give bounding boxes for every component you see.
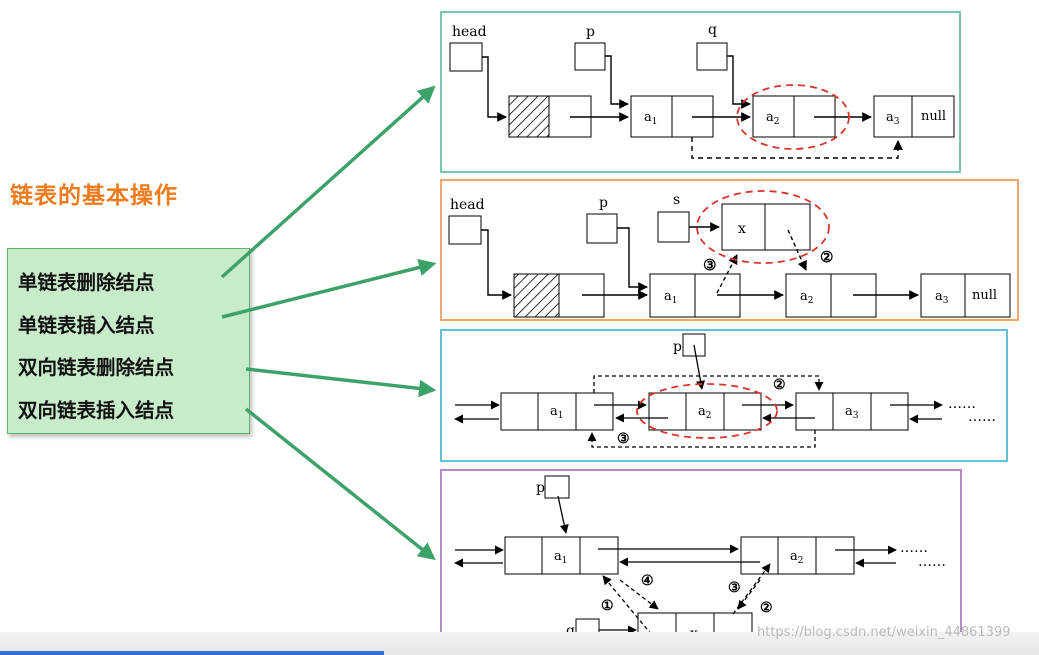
ellipsis-bottom: …… (918, 554, 946, 570)
step-3: ③ (617, 431, 630, 447)
head-pointer-box (448, 215, 482, 245)
node-a2-label: a2 (698, 404, 712, 421)
node-a3-next (964, 273, 1011, 318)
node-a1-data (649, 273, 696, 318)
step-2: ② (773, 377, 786, 393)
node-a2-label: a2 (800, 289, 814, 306)
deleted-node-highlight (736, 84, 850, 150)
step-1: ① (601, 598, 614, 614)
node-x-next (764, 203, 811, 251)
step-3: ③ (728, 580, 741, 596)
arrow-to-panel-3 (245, 367, 437, 398)
ellipsis-top: …… (948, 396, 976, 412)
p-pointer-box (586, 213, 618, 244)
panel-doubly-delete: p a1 a2 a3 …… …… (440, 329, 1008, 462)
node-x-data (721, 203, 766, 251)
node-a1-label: a1 (554, 549, 568, 566)
head-node-data (513, 273, 560, 318)
inserted-node-highlight (696, 190, 830, 264)
arrow-to-panel-1 (220, 85, 436, 279)
menu-item-singly-delete: 单链表删除结点 (18, 271, 155, 294)
slide-title: 链表的基本操作 (10, 183, 178, 209)
p-label: p (599, 195, 608, 211)
node-a2-data (785, 273, 832, 318)
node-a3-data (920, 273, 966, 318)
panel-frame (440, 11, 961, 173)
s-label: s (673, 192, 680, 208)
q-label: q (708, 22, 717, 38)
menu-item-doubly-insert: 双向链表插入结点 (18, 399, 175, 422)
arrow-to-panel-2 (221, 258, 437, 319)
p-label: p (673, 339, 682, 355)
null-label: null (921, 109, 946, 124)
head-label: head (452, 24, 487, 40)
ellipsis-top: …… (900, 540, 928, 556)
node-a3-data (873, 95, 913, 138)
p-label: p (586, 24, 595, 40)
watermark: https://blog.csdn.net/weixin_44861399 (757, 625, 1011, 640)
head-node-data (508, 95, 550, 138)
arrow-to-panel-4 (244, 407, 436, 561)
node-a3-label: a3 (845, 404, 859, 421)
p-label: p (536, 480, 545, 496)
panel-singly-insert: head p s x a1 a2 a3 null (440, 179, 1019, 321)
node-x-label: x (738, 221, 746, 237)
q-label: q (566, 623, 575, 639)
step-4: ④ (641, 573, 654, 589)
node-a2-label: a2 (766, 110, 780, 127)
p-pointer-box (574, 42, 606, 71)
node-a1-label: a1 (644, 110, 658, 127)
p-pointer-box (544, 475, 570, 499)
operation-menu: 单链表删除结点 单链表插入结点 双向链表删除结点 双向链表插入结点 (7, 248, 250, 434)
head-label: head (450, 197, 485, 213)
node-a3-label: a3 (935, 289, 949, 306)
head-pointer-box (449, 42, 483, 72)
deleted-node-highlight (636, 383, 778, 439)
menu-item-doubly-delete: 双向链表删除结点 (18, 356, 175, 379)
connector-arrows (220, 85, 437, 561)
node-a1-label: a1 (664, 289, 678, 306)
node-a3-next (911, 95, 955, 138)
step-2: ② (820, 248, 833, 266)
panel-singly-delete: head p q a1 a2 a3 null (440, 11, 961, 173)
video-progress-bar[interactable] (0, 632, 1039, 655)
step-3: ③ (703, 256, 716, 274)
node-a2-label: a2 (790, 549, 804, 566)
q-pointer-box (696, 42, 728, 71)
null-label: null (972, 288, 997, 303)
menu-item-singly-insert: 单链表插入结点 (18, 314, 155, 337)
ellipsis-bottom: …… (968, 409, 996, 425)
node-a3-label: a3 (886, 110, 900, 127)
step-2: ② (760, 600, 773, 616)
node-a1-label: a1 (550, 404, 564, 421)
s-pointer-box (657, 211, 690, 243)
progress-fill (0, 651, 385, 655)
